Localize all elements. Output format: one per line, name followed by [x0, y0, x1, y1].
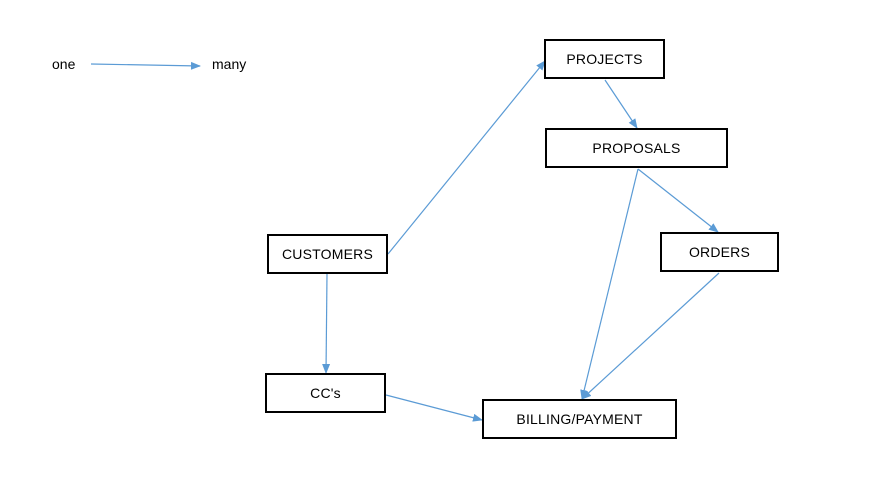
entity-projects: PROJECTS	[544, 39, 665, 79]
entity-proposals: PROPOSALS	[545, 128, 728, 168]
arrow-customers-to-ccs	[322, 273, 331, 374]
arrow-orders-to-billing	[581, 272, 720, 400]
arrow-proposals-to-billing	[580, 168, 639, 400]
entity-ccs: CC's	[265, 373, 386, 413]
entity-billing-payment: BILLING/PAYMENT	[482, 399, 677, 439]
arrow-customers-to-projects	[387, 60, 546, 255]
entity-customers: CUSTOMERS	[267, 234, 388, 274]
entity-orders: ORDERS	[660, 232, 779, 272]
legend-many-label: many	[212, 56, 247, 72]
arrow-proposals-to-orders	[637, 168, 719, 233]
arrow-projects-to-proposals	[604, 79, 638, 129]
legend-one-label: one	[52, 56, 76, 72]
relationship-arrows	[90, 60, 720, 422]
legend-arrow	[90, 61, 201, 70]
arrow-ccs-to-billing	[385, 394, 483, 422]
